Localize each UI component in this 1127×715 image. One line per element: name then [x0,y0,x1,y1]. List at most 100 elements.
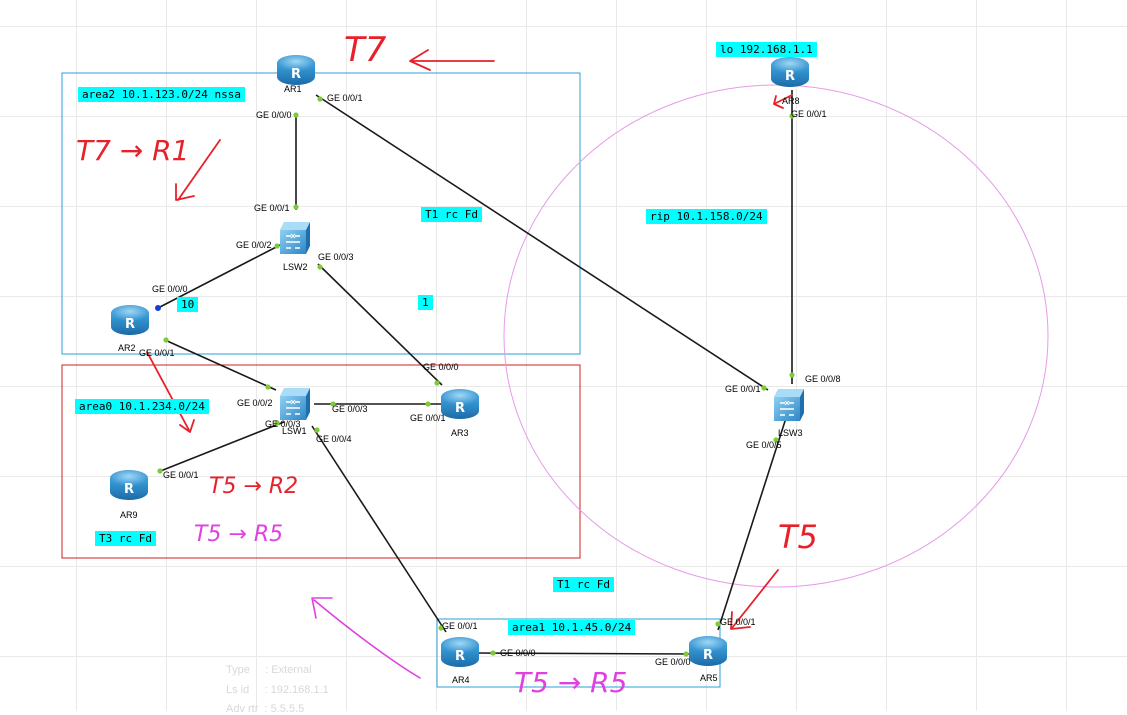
annotation-t5-r5-pink: T5 → R5 [194,522,284,547]
router-ar5-icon[interactable] [689,636,727,666]
switch-lsw2-icon[interactable] [279,221,311,255]
port-dot [438,625,444,631]
port-label: GE 0/0/3 [318,252,354,262]
lsw1-label: LSW1 [282,426,307,436]
link-lsw1-ar9 [157,421,285,473]
port-label: GE 0/0/1 [725,384,761,394]
area0-label: area0 10.1.234.0/24 [75,399,209,414]
port-dot [490,650,496,656]
arrow-pink-bottom [311,597,421,679]
rip-circle [503,84,1049,588]
port-label: GE 0/0/1 [327,93,363,103]
port-dot [789,113,795,119]
annotation-t5-right: T5 [778,518,818,556]
router-ar2-icon[interactable] [111,305,149,335]
port-dot [163,337,169,343]
port-label: GE 0/0/0 [655,657,691,667]
pink-annotations [311,597,421,679]
port-dot [155,305,161,311]
port-dot [789,372,795,378]
port-dot [317,264,323,270]
port-dot [434,380,440,386]
router-ar8-icon[interactable] [771,57,809,87]
port-label: GE 0/0/3 [265,419,301,429]
ghost-adv-text: Adv rtr : 5.5.5.5 [226,703,305,715]
router-ar1-icon[interactable] [277,55,315,85]
cost-10-label: 10 [177,297,199,312]
red-annotations [146,49,793,630]
arrow-ar8 [773,94,793,109]
router-ar3-icon[interactable] [441,389,479,419]
area2-box [61,72,581,355]
port-label: GE 0/0/0 [152,284,188,294]
port-dot [761,385,767,391]
port-label: GE 0/0/0 [256,110,292,120]
area0-box [61,364,581,559]
switch-lsw1-icon[interactable] [279,387,311,421]
t1-rc-fd-bottom-label: T1 rc Fd [553,577,614,592]
port-dot [715,621,721,627]
port-dot [317,96,323,102]
port-dot [683,651,689,657]
port-dot [157,468,163,474]
port-label: GE 0/0/8 [805,374,841,384]
arrow-left-top [409,49,495,71]
annotation-t7-top: T7 [344,30,387,70]
ghost-type-text: Type : External [226,664,312,676]
t1-rc-fd-top-label: T1 rc Fd [421,207,482,222]
rip-label: rip 10.1.158.0/24 [646,209,767,224]
cost-1-label: 1 [418,295,433,310]
port-label: GE 0/0/1 [791,109,827,119]
arrow-to-ar5 [730,569,779,630]
port-dot [274,420,280,426]
port-dot [330,401,336,407]
annotation-t7-r1: T7 → R1 [76,134,190,167]
port-dot [314,427,320,433]
lsw3-label: LSW3 [778,428,803,438]
t3-rc-fd-label: T3 rc Fd [95,531,156,546]
links [157,90,793,655]
port-dot [425,401,431,407]
router-ar4-icon[interactable] [441,637,479,667]
port-dot [293,204,299,210]
loopback-label: lo 192.168.1.1 [716,42,817,57]
port-label: GE 0/0/1 [254,203,290,213]
ar4-label: AR4 [452,675,470,685]
link-ar1-lsw3 [315,94,769,391]
port-label: GE 0/0/1 [442,621,478,631]
port-label: GE 0/0/2 [237,398,273,408]
arrow-down-left [175,139,221,201]
area1-label: area1 10.1.45.0/24 [508,620,636,635]
port-label: GE 0/0/1 [720,617,756,627]
router-ar9-icon[interactable] [110,470,148,500]
ar5-label: AR5 [700,673,718,683]
link-ar2-lsw1 [164,339,277,391]
link-lsw3-ar5 [717,417,787,631]
ar2-label: AR2 [118,343,136,353]
port-label: GE 0/0/4 [316,434,352,444]
port-label: GE 0/0/5 [746,440,782,450]
port-dot [274,243,280,249]
port-label: GE 0/0/1 [139,348,175,358]
port-label: GE 0/0/1 [163,470,199,480]
port-label: GE 0/0/1 [410,413,446,423]
link-ar4-ar5 [475,652,691,655]
port-label: GE 0/0/0 [500,648,536,658]
annotation-t5-r2: T5 → R2 [209,474,299,499]
switch-lsw3-icon[interactable] [773,388,805,422]
link-lsw2-ar3 [317,263,443,386]
ar1-label: AR1 [284,84,302,94]
ar3-label: AR3 [451,428,469,438]
port-label: GE 0/0/3 [332,404,368,414]
ar8-label: AR8 [782,96,800,106]
port-dots [155,96,795,657]
port-dot [265,384,271,390]
lsw2-label: LSW2 [283,262,308,272]
port-dot [773,437,779,443]
link-lsw1-ar4 [311,425,447,633]
port-dot [293,112,299,118]
port-label: GE 0/0/2 [236,240,272,250]
port-label: GE 0/0/0 [423,362,459,372]
annotation-t5-r5-bottom: T5 → R5 [514,666,628,699]
